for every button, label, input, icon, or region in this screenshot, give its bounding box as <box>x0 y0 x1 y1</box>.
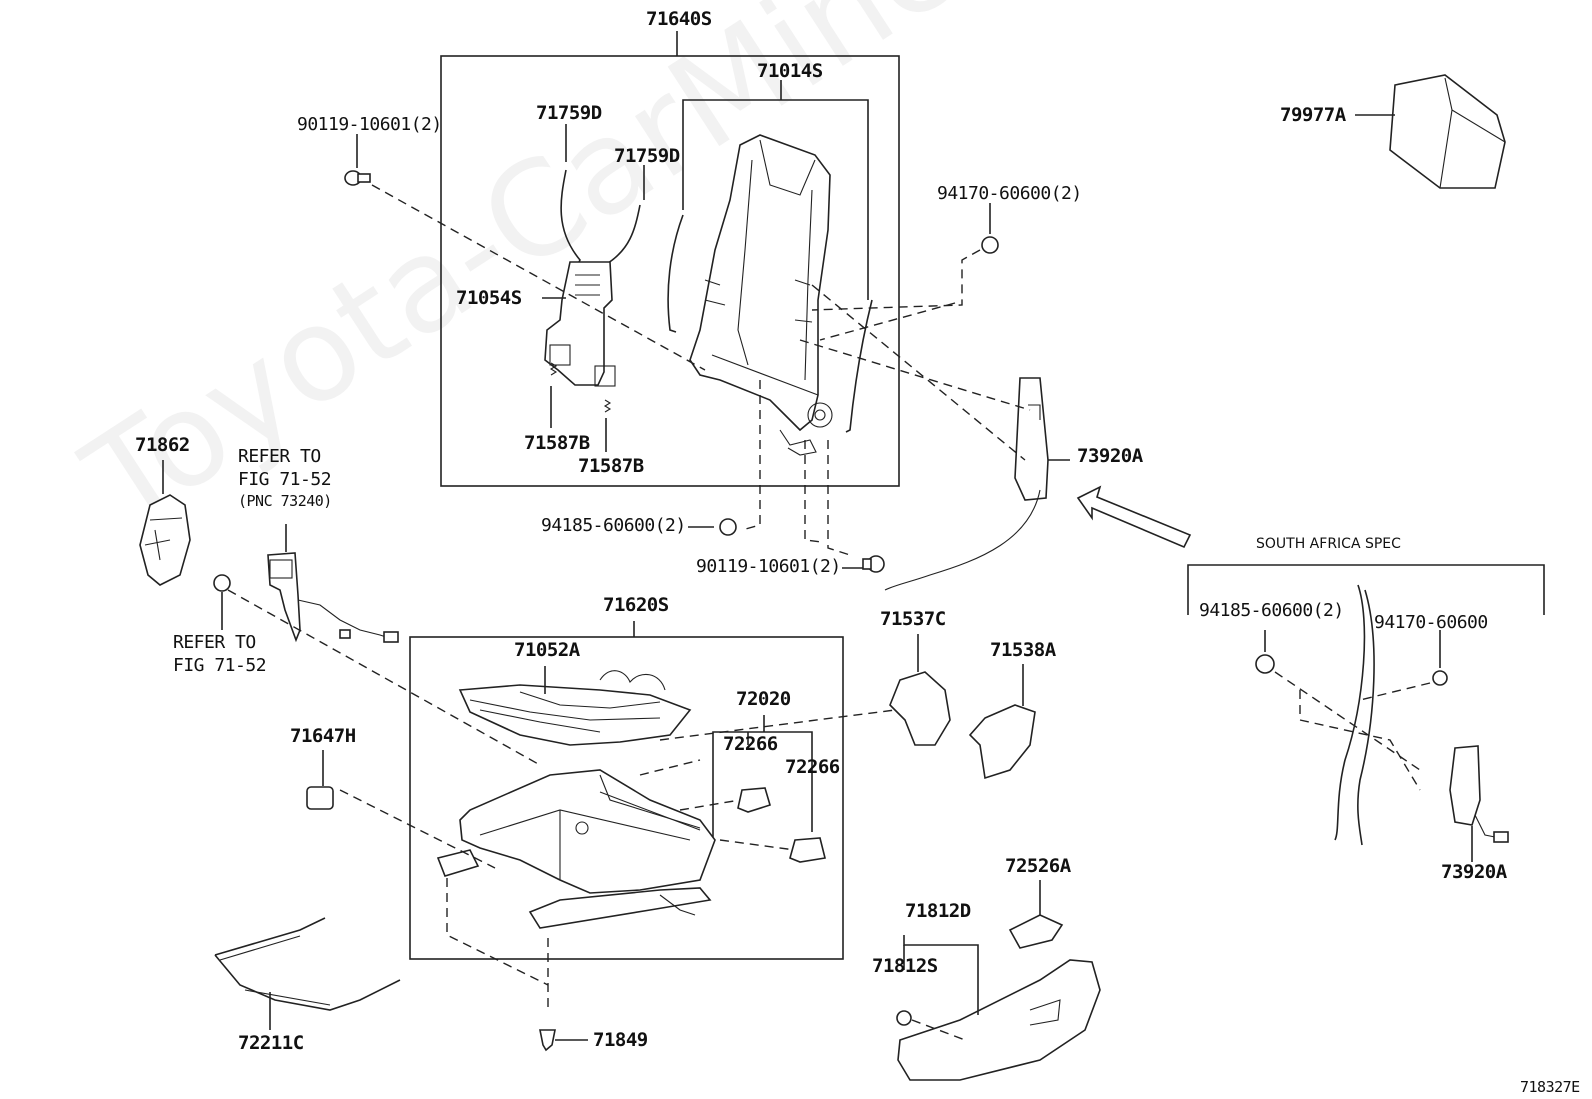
part-label-71014S: 71014S <box>757 60 823 82</box>
part-label-71587B-a: 71587B <box>524 432 590 454</box>
side-covers-drawing <box>889 634 1036 780</box>
bolt-top-left-drawing <box>344 134 706 371</box>
part-label-94170-sa: 94170-60600 <box>1374 612 1488 633</box>
refer-note-a-line1: REFER TO <box>238 446 321 467</box>
part-label-90119-top: 90119-10601(2) <box>297 114 442 135</box>
south-africa-spec-title: SOUTH AFRICA SPEC <box>1256 536 1401 552</box>
south-africa-spec-drawing <box>1187 564 1545 862</box>
part-label-72266-b: 72266 <box>785 756 840 778</box>
mid-fastener-guides <box>688 380 885 573</box>
part-label-71538A: 71538A <box>990 639 1056 661</box>
part-label-71647H: 71647H <box>290 725 356 747</box>
airbag-main-drawing <box>799 284 1192 591</box>
part-label-71537C: 71537C <box>880 608 946 630</box>
seatback-assembly-box <box>440 31 900 487</box>
part-label-71812S: 71812S <box>872 955 938 977</box>
part-label-79977A: 79977A <box>1280 104 1346 126</box>
part-label-71812D: 71812D <box>905 900 971 922</box>
part-label-90119-mid: 90119-10601(2) <box>696 556 841 577</box>
cushion-frame-drawing <box>339 709 896 1010</box>
part-label-71862: 71862 <box>135 434 190 456</box>
refer-note-a-line3: (PNC 73240) <box>238 492 332 510</box>
figure-id: 718327E <box>1520 1078 1580 1096</box>
part-label-94185-sa: 94185-60600(2) <box>1199 600 1344 621</box>
part-label-71052A: 71052A <box>514 639 580 661</box>
cushion-spring-drawing <box>458 666 692 746</box>
refer-note-b-line1: REFER TO <box>173 632 256 653</box>
headrest-drawing <box>1355 74 1506 189</box>
wire-72211C-drawing <box>214 917 401 1030</box>
part-label-94170-top: 94170-60600(2) <box>937 183 1082 204</box>
part-label-71054S: 71054S <box>456 287 522 309</box>
part-label-71620S: 71620S <box>603 594 669 616</box>
part-label-72526A: 72526A <box>1005 855 1071 877</box>
lumbar-support-drawing <box>542 124 645 452</box>
part-label-94185-mid: 94185-60600(2) <box>541 515 686 536</box>
part-label-72020: 72020 <box>736 688 791 710</box>
part-label-72211C: 72211C <box>238 1032 304 1054</box>
cap-71647H-drawing <box>306 750 334 810</box>
refer-note-a-line2: FIG 71-52 <box>238 469 332 490</box>
part-label-71849: 71849 <box>593 1029 648 1051</box>
side-cover-71862-drawing <box>139 460 191 586</box>
part-label-71759D-b: 71759D <box>614 145 680 167</box>
refer-note-b-line2: FIG 71-52 <box>173 655 267 676</box>
adjuster-72266-drawing <box>737 787 826 863</box>
part-label-72266-a: 72266 <box>723 733 778 755</box>
part-label-73920A-top: 73920A <box>1077 445 1143 467</box>
seatback-frame-drawing <box>667 134 873 456</box>
clip-71849-drawing <box>539 1029 588 1052</box>
cushion-assembly-box <box>409 621 844 960</box>
side-shield-drawing <box>896 880 1101 1081</box>
part-label-73920A-sa: 73920A <box>1441 861 1507 883</box>
nut-top-right-drawing <box>811 203 999 341</box>
seatbelt-buckle-drawing <box>213 524 541 766</box>
part-label-71640S: 71640S <box>646 8 712 30</box>
part-label-71587B-b: 71587B <box>578 455 644 477</box>
part-label-71759D-a: 71759D <box>536 102 602 124</box>
